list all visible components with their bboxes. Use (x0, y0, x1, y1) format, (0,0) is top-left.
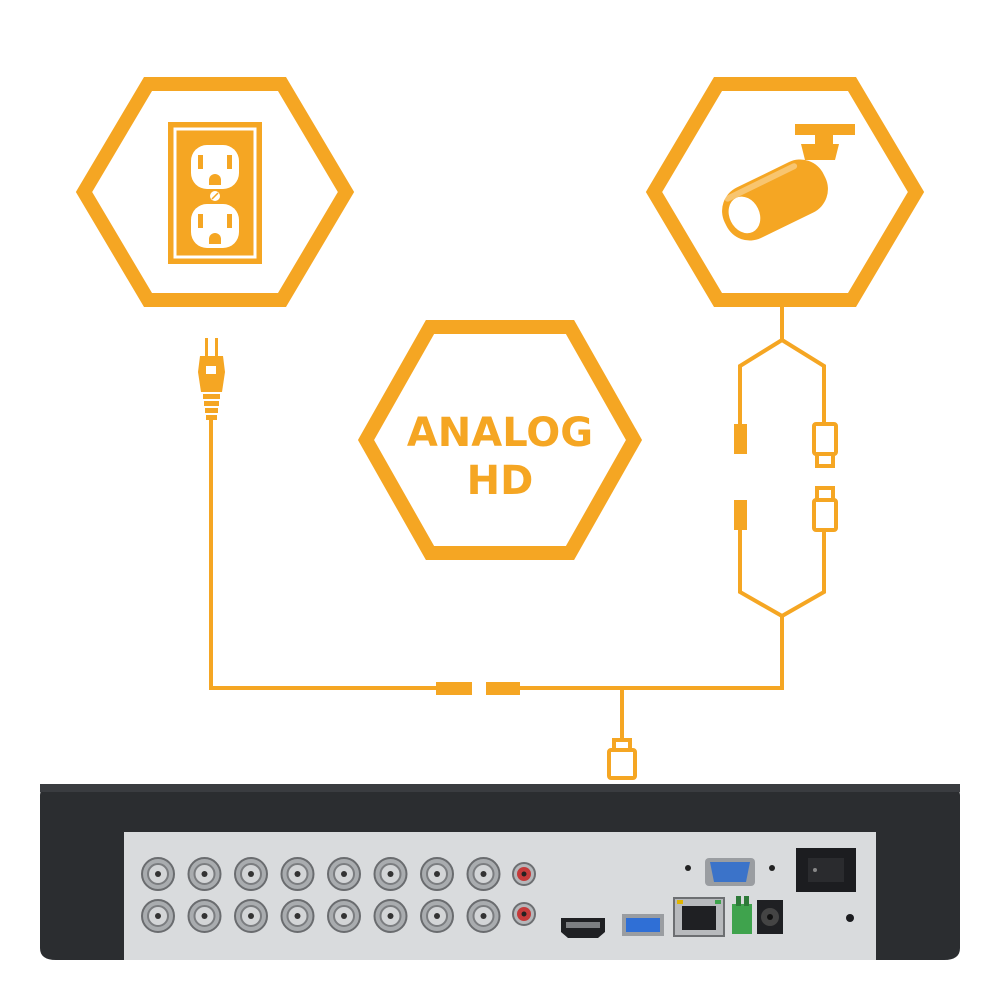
bnc-connector-lower (812, 498, 838, 532)
power-connector-left (436, 682, 472, 695)
bnc-port (280, 899, 315, 933)
bnc-port (141, 899, 175, 933)
bnc-port (466, 899, 501, 933)
security-camera-icon (722, 124, 855, 241)
audio-rca-ports (512, 862, 536, 926)
bnc-port (466, 857, 501, 891)
analog-hd-hexagon: ANALOG HD (357, 320, 643, 560)
hd-label: HD (467, 458, 534, 504)
bnc-port-grid (141, 857, 501, 933)
terminal-block (732, 896, 752, 934)
bnc-port (280, 857, 315, 891)
video-power-cable (518, 616, 784, 690)
reset-hole (846, 914, 854, 922)
bnc-port (234, 857, 268, 891)
dvr-recorder-icon (40, 784, 960, 960)
power-connector-lower (734, 500, 747, 530)
power-plug-icon (198, 338, 225, 420)
bnc-connector-dvr (607, 748, 637, 780)
bnc-port (327, 899, 361, 933)
cables (209, 300, 826, 740)
bnc-port (327, 857, 361, 891)
bnc-port (373, 899, 408, 933)
analog-label: ANALOG (407, 410, 593, 456)
camera-hexagon (645, 77, 925, 307)
power-outlet-icon (168, 122, 262, 264)
bnc-port (187, 857, 222, 891)
power-connector-upper (734, 424, 747, 454)
power-cable (209, 420, 436, 690)
bnc-port (141, 857, 175, 891)
bnc-port (420, 857, 454, 891)
bnc-port (373, 857, 408, 891)
outlet-hexagon (75, 77, 355, 307)
hdmi-port (561, 918, 605, 938)
vga-port (685, 858, 775, 886)
dvr-rear-panel (124, 832, 876, 960)
dc-power-port (757, 900, 783, 934)
bnc-port (187, 899, 222, 933)
usb-port (622, 914, 664, 936)
ethernet-port (673, 897, 725, 937)
bnc-port (420, 899, 454, 933)
connectors (436, 422, 838, 780)
bnc-connector-upper (812, 422, 838, 456)
bnc-port (234, 899, 268, 933)
power-connector-right (486, 682, 520, 695)
